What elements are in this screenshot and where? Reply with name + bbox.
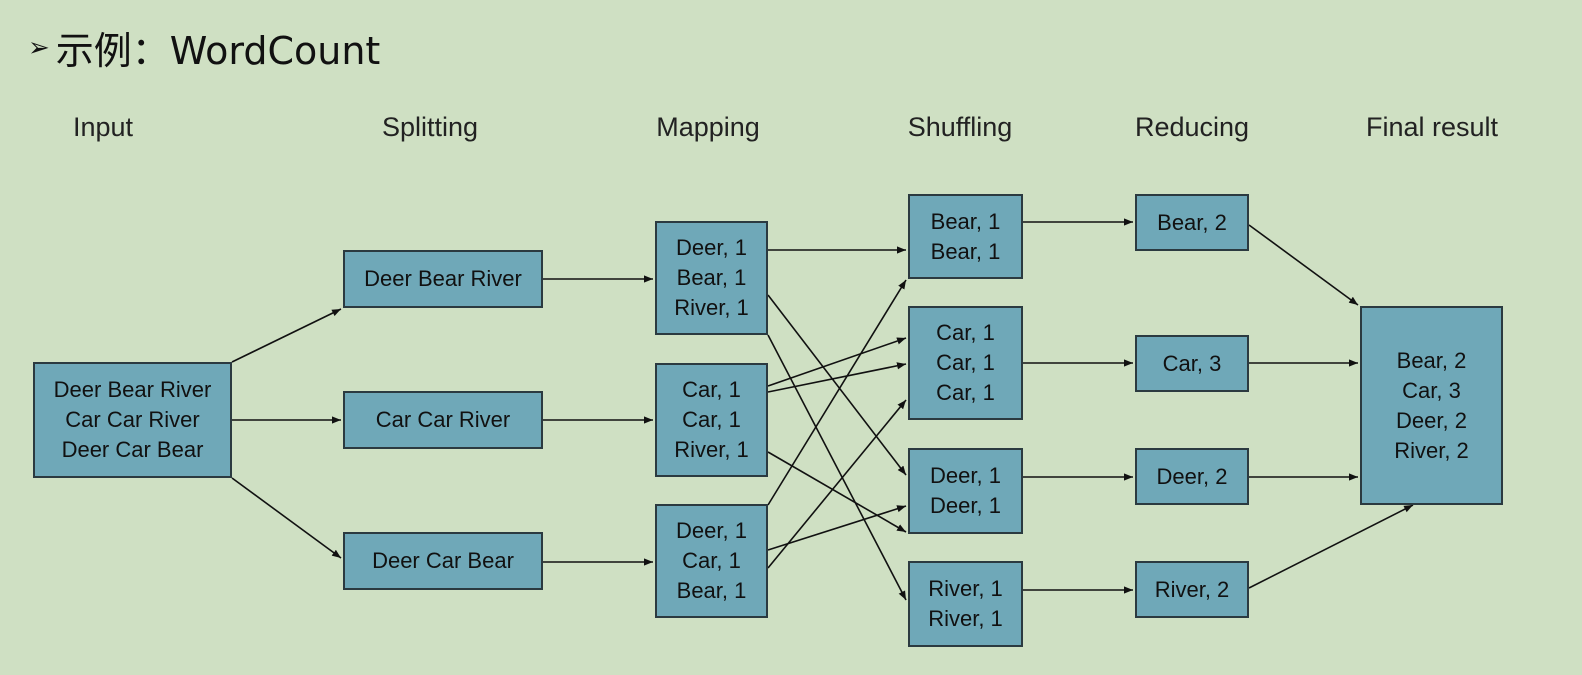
arrow-red-river-to-final	[1248, 504, 1414, 589]
split-box-2: Car Car River	[343, 391, 543, 449]
arrow-map1-to-shuf-deer	[767, 294, 907, 476]
box-line: River, 1	[928, 606, 1003, 631]
box-line: Car, 1	[682, 548, 741, 573]
box-line: Bear, 1	[930, 208, 1001, 234]
box-line: Deer, 1	[930, 463, 1001, 488]
box-line: Car, 1	[936, 350, 995, 375]
box-line: Car Car River	[65, 407, 200, 432]
box-line: Deer, 2	[1156, 463, 1228, 489]
box-line: Bear, 1	[676, 265, 747, 290]
arrow-input-to-split3	[231, 477, 342, 559]
arrow-map2-to-shuf-river	[767, 451, 907, 533]
box-line: Deer Car Bear	[372, 548, 514, 573]
stage-label-splitting: Splitting	[381, 112, 479, 142]
arrow-map3-to-shuf-deer	[767, 505, 907, 551]
split-box-3: Deer Car Bear	[343, 532, 543, 590]
input-box: Deer Bear River Car Car River Deer Car B…	[33, 362, 232, 478]
arrow-map2-to-shuf-car-b	[767, 362, 907, 393]
map-box-2: Car, 1 Car, 1 River, 1	[655, 363, 768, 477]
map-box-3: Deer, 1 Car, 1 Bear, 1	[655, 504, 768, 618]
shuffle-box-deer: Deer, 1 Deer, 1	[908, 448, 1023, 534]
box-line: Deer, 1	[676, 518, 747, 543]
reduce-box-deer: Deer, 2	[1135, 448, 1249, 505]
stage-label-reducing: Reducing	[1134, 112, 1250, 142]
box-line: Bear, 1	[930, 238, 1001, 264]
shuffle-box-car: Car, 1 Car, 1 Car, 1	[908, 306, 1023, 420]
arrow-map3-to-shuf-bear	[767, 279, 907, 506]
box-line: Deer, 1	[930, 493, 1001, 518]
box-line: Bear, 2	[1157, 209, 1227, 235]
stage-label-mapping: Mapping	[656, 112, 760, 142]
box-line: Car, 1	[936, 320, 995, 345]
reduce-box-bear: Bear, 2	[1135, 194, 1249, 251]
box-line: River, 2	[1394, 437, 1469, 463]
box-line: Deer Bear River	[53, 377, 212, 402]
box-line: Deer, 1	[676, 235, 747, 260]
box-line: Car, 1	[936, 380, 995, 405]
arrow-map2-to-shuf-car-a	[767, 337, 907, 387]
shuffle-box-river: River, 1 River, 1	[908, 561, 1023, 647]
box-line: Car, 1	[682, 377, 741, 402]
box-line: River, 1	[928, 576, 1003, 601]
reduce-box-river: River, 2	[1135, 561, 1249, 618]
bullet-arrow-icon: ➢	[28, 32, 50, 63]
box-line: Deer Car Bear	[61, 437, 204, 462]
box-line: Car, 3	[1162, 350, 1222, 376]
arrow-map3-to-shuf-car	[767, 399, 907, 569]
stage-label-final-result: Final result	[1365, 112, 1499, 142]
reduce-box-car: Car, 3	[1135, 335, 1249, 392]
box-line: River, 2	[1154, 576, 1230, 602]
box-line: Car Car River	[375, 407, 511, 432]
slide-title-text: 示例：WordCount	[55, 29, 381, 73]
map-box-1: Deer, 1 Bear, 1 River, 1	[655, 221, 768, 335]
slide-title: ➢ 示例：WordCount	[28, 20, 380, 75]
box-line: Car, 3	[1402, 377, 1461, 403]
final-result-box: Bear, 2 Car, 3 Deer, 2 River, 2	[1360, 306, 1503, 505]
arrow-map1-to-shuf-river	[767, 334, 907, 601]
box-line: Deer, 2	[1396, 407, 1467, 433]
stage-label-shuffling: Shuffling	[907, 112, 1013, 142]
arrow-input-to-split1	[231, 308, 342, 363]
box-line: Deer Bear River	[364, 266, 522, 291]
stage-label-input: Input	[72, 112, 134, 142]
box-line: Bear, 2	[1396, 347, 1467, 373]
box-line: River, 1	[674, 437, 749, 462]
box-line: Car, 1	[682, 407, 741, 432]
box-line: Bear, 1	[676, 578, 747, 603]
arrow-red-bear-to-final	[1248, 224, 1359, 306]
split-box-1: Deer Bear River	[343, 250, 543, 308]
shuffle-box-bear: Bear, 1 Bear, 1	[908, 194, 1023, 279]
box-line: River, 1	[674, 295, 749, 320]
